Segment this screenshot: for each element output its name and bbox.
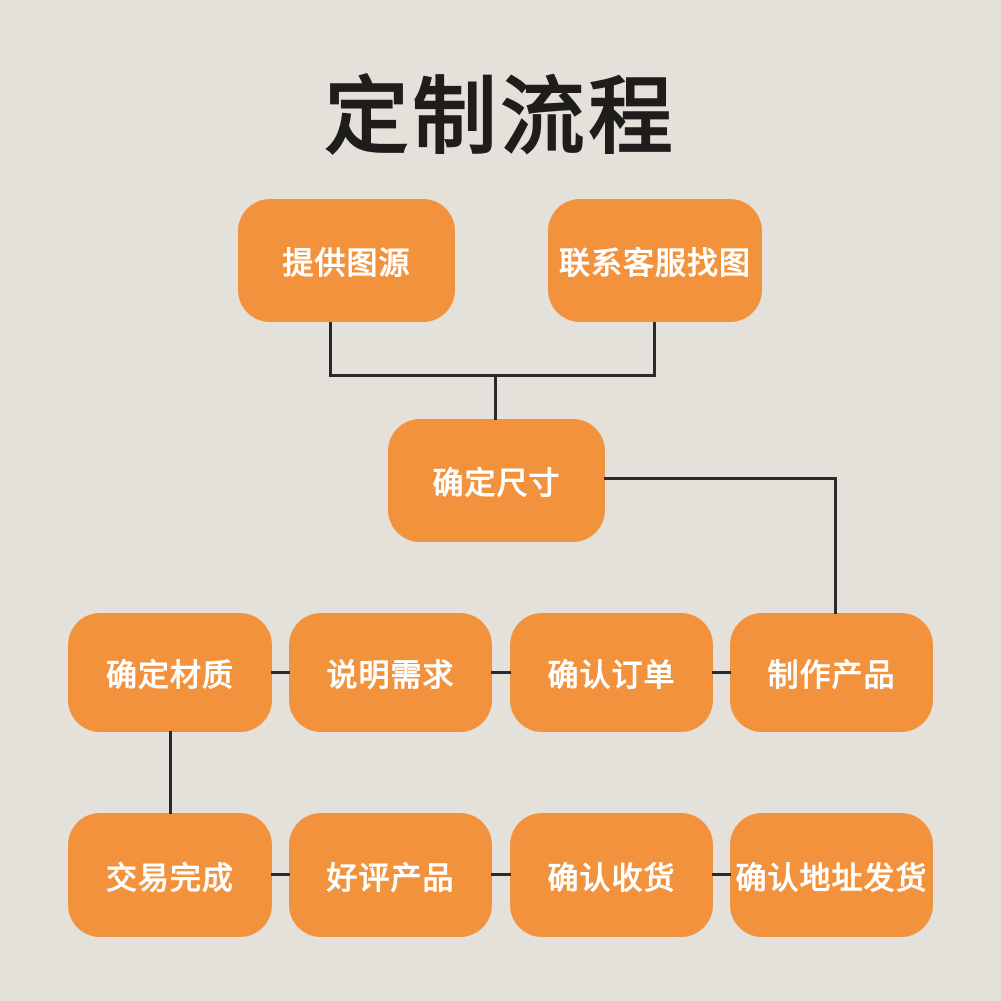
node-provide-image-source: 提供图源	[238, 199, 455, 322]
node-confirm-size: 确定尺寸	[388, 419, 605, 542]
node-transaction-complete: 交易完成	[68, 813, 272, 937]
connector-confirm-size-right	[604, 477, 837, 480]
connector-praise-receipt	[491, 873, 511, 876]
connector-complete-praise	[271, 873, 290, 876]
node-make-product: 制作产品	[730, 613, 933, 732]
node-confirm-order: 确认订单	[510, 613, 713, 732]
connector-material-requirements	[271, 671, 290, 674]
connector-merge-horizontal	[329, 374, 656, 377]
connector-requirements-order	[491, 671, 511, 674]
connector-order-make-product	[712, 671, 731, 674]
node-confirm-address-ship: 确认地址发货	[730, 813, 933, 937]
connector-contact-service-down	[653, 322, 656, 377]
node-contact-service-find-image: 联系客服找图	[548, 199, 762, 322]
connector-receipt-address	[712, 873, 731, 876]
node-explain-requirements: 说明需求	[289, 613, 492, 732]
connector-provide-image-down	[329, 322, 332, 377]
node-confirm-receipt: 确认收货	[510, 813, 713, 937]
page-title: 定制流程	[324, 69, 677, 164]
node-confirm-material: 确定材质	[68, 613, 272, 732]
connector-merge-to-confirm-size	[494, 374, 497, 420]
connector-down-to-make-product	[834, 477, 837, 614]
connector-material-down	[169, 731, 172, 814]
node-praise-product: 好评产品	[289, 813, 492, 937]
